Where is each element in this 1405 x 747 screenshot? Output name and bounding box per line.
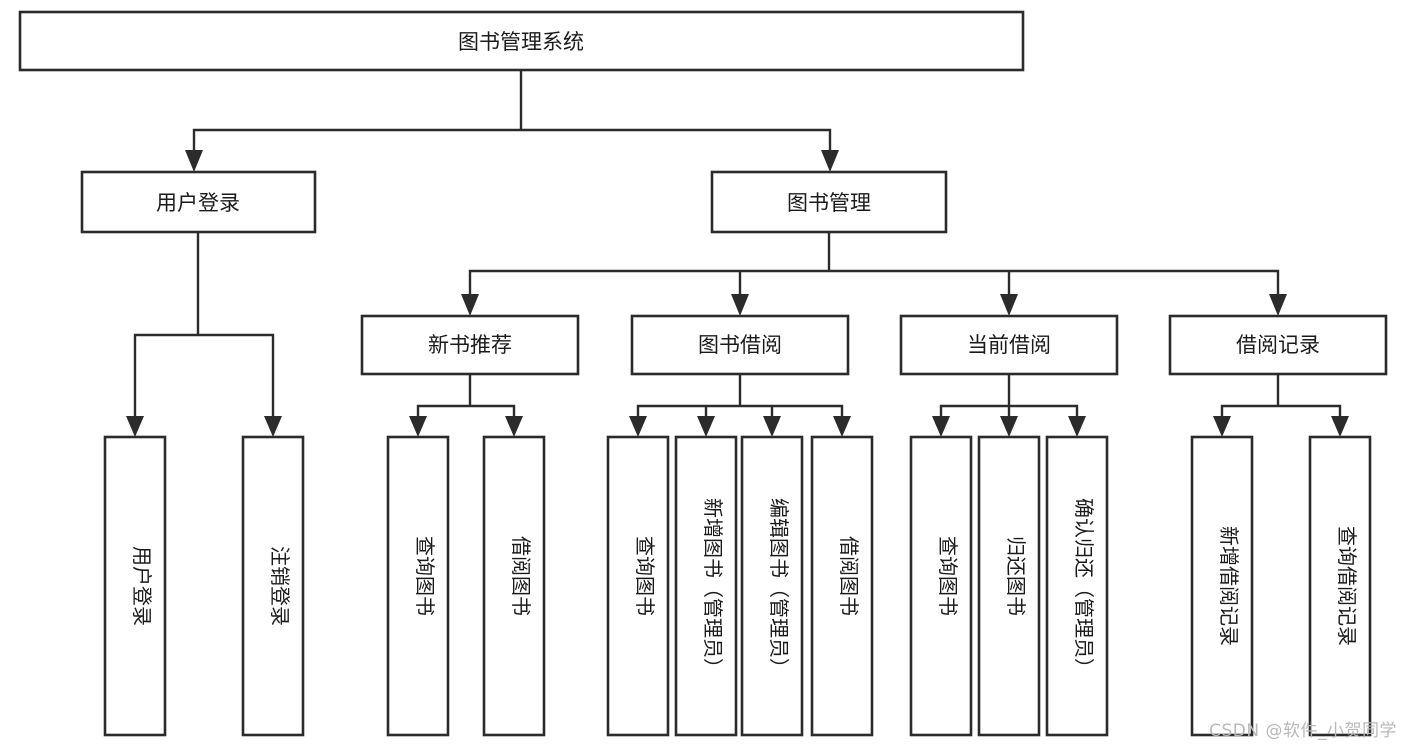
node-leaf-borrow-book-2[interactable]: 借阅图书: [810, 435, 874, 737]
node-leaf-return-book-box[interactable]: [977, 435, 1041, 737]
node-leaf-query-record[interactable]: 查询借阅记录: [1308, 435, 1372, 737]
node-leaf-borrow-book-1-label: 借阅图书: [509, 536, 533, 616]
connector-book-manage-bus: [468, 230, 1280, 298]
connector-borrow-record-bus: [1220, 372, 1342, 420]
node-new-book-recommend-box[interactable]: [360, 314, 580, 376]
node-leaf-query-book-2-label: 查询图书: [633, 536, 657, 616]
node-book-borrow[interactable]: 图书借阅: [630, 314, 850, 376]
arrow-head-leaf-query-record: [1331, 416, 1349, 437]
node-root-label: 图书管理系统: [458, 30, 584, 54]
arrow-head-leaf-query-book-1: [409, 416, 427, 437]
connectors-current-borrow-to-leaves: [932, 372, 1086, 437]
node-root[interactable]: 图书管理系统: [18, 10, 1025, 72]
node-leaf-query-book-1[interactable]: 查询图书: [386, 435, 450, 737]
arrow-head-leaf-user-login: [126, 416, 144, 437]
node-borrow-record-box[interactable]: [1168, 314, 1388, 376]
arrow-head-leaf-borrow-book-2: [833, 416, 851, 437]
node-leaf-query-record-label: 查询借阅记录: [1335, 526, 1359, 646]
node-leaf-borrow-book-1-box[interactable]: [482, 435, 546, 737]
connector-new-book-recommend-bus: [416, 372, 516, 420]
node-leaf-edit-book[interactable]: 编辑图书（管理员）: [740, 435, 804, 737]
node-user-login[interactable]: 用户登录: [80, 170, 317, 234]
arrow-head-to-new-book-recommend: [461, 294, 479, 316]
arrow-head-leaf-add-record: [1213, 416, 1231, 437]
node-new-book-recommend[interactable]: 新书推荐: [360, 314, 580, 376]
node-leaf-return-book-label: 归还图书: [1004, 536, 1028, 616]
arrow-head-to-book-borrow: [731, 294, 749, 316]
node-user-login-box[interactable]: [80, 170, 317, 234]
node-borrow-record[interactable]: 借阅记录: [1168, 314, 1388, 376]
node-book-manage[interactable]: 图书管理: [710, 170, 948, 234]
arrow-head-leaf-return-book: [1000, 416, 1018, 437]
watermark-text: CSDN @软件_小贺同学: [1209, 721, 1397, 741]
arrow-head-to-book-manage: [821, 150, 839, 172]
node-leaf-confirm-return-label: 确认归还（管理员）: [1072, 498, 1096, 678]
arrow-head-to-current-borrow: [1000, 294, 1018, 316]
arrow-head-leaf-borrow-book-1: [505, 416, 523, 437]
node-user-login-label: 用户登录: [156, 191, 240, 215]
node-leaf-query-book-3[interactable]: 查询图书: [909, 435, 973, 737]
connector-book-borrow-bus: [636, 372, 844, 420]
node-leaf-user-logout-label: 注销登录: [268, 546, 292, 626]
connector-current-borrow-bus: [939, 372, 1079, 420]
arrow-head-leaf-query-book-2: [629, 416, 647, 437]
node-book-borrow-label: 图书借阅: [698, 333, 782, 357]
node-leaf-borrow-book-1[interactable]: 借阅图书: [482, 435, 546, 737]
node-leaf-query-book-2[interactable]: 查询图书: [606, 435, 670, 737]
node-new-book-recommend-label: 新书推荐: [428, 333, 512, 357]
connectors-borrow-record-to-leaves: [1213, 372, 1349, 437]
node-leaf-query-book-1-label: 查询图书: [413, 536, 437, 616]
node-leaf-user-logout-box[interactable]: [241, 435, 305, 737]
node-leaf-add-book[interactable]: 新增图书（管理员）: [674, 435, 738, 737]
arrow-head-to-borrow-record: [1269, 294, 1287, 316]
node-leaf-query-book-3-label: 查询图书: [936, 536, 960, 616]
node-leaf-user-login-box[interactable]: [103, 435, 167, 737]
node-leaf-add-record[interactable]: 新增借阅记录: [1190, 435, 1254, 737]
node-borrow-record-label: 借阅记录: [1236, 333, 1320, 357]
node-leaf-borrow-book-2-box[interactable]: [810, 435, 874, 737]
connectors-book-manage-to-level3: [461, 230, 1287, 316]
node-leaf-edit-book-label: 编辑图书（管理员）: [767, 498, 791, 678]
arrow-head-leaf-edit-book: [763, 416, 781, 437]
node-leaf-borrow-book-2-label: 借阅图书: [837, 536, 861, 616]
connectors-book-borrow-to-leaves: [629, 372, 851, 437]
node-leaf-query-book-2-box[interactable]: [606, 435, 670, 737]
node-leaf-edit-book-box[interactable]: [740, 435, 804, 737]
connectors-user-login-to-leaves: [126, 230, 282, 437]
node-leaf-query-book-3-box[interactable]: [909, 435, 973, 737]
connectors-new-book-recommend-to-leaves: [409, 372, 523, 437]
node-book-manage-label: 图书管理: [787, 191, 871, 215]
node-leaf-add-book-label: 新增图书（管理员）: [701, 498, 725, 678]
node-leaf-return-book[interactable]: 归还图书: [977, 435, 1041, 737]
node-leaf-add-record-box[interactable]: [1190, 435, 1254, 737]
arrow-head-leaf-query-book-3: [932, 416, 950, 437]
node-leaf-user-login[interactable]: 用户登录: [103, 435, 167, 737]
node-leaf-query-record-box[interactable]: [1308, 435, 1372, 737]
arrow-head-leaf-confirm-return: [1068, 416, 1086, 437]
node-current-borrow-label: 当前借阅: [967, 333, 1051, 357]
node-book-borrow-box[interactable]: [630, 314, 850, 376]
node-root-box[interactable]: [18, 10, 1025, 72]
node-book-manage-box[interactable]: [710, 170, 948, 234]
node-leaf-user-login-label: 用户登录: [130, 546, 154, 626]
node-leaf-add-book-box[interactable]: [674, 435, 738, 737]
node-current-borrow[interactable]: 当前借阅: [899, 314, 1119, 376]
node-current-borrow-box[interactable]: [899, 314, 1119, 376]
arrow-head-leaf-user-logout: [264, 416, 282, 437]
arrow-head-leaf-add-book: [697, 416, 715, 437]
node-leaf-user-logout[interactable]: 注销登录: [241, 435, 305, 737]
connector-user-login-bus: [133, 230, 275, 420]
node-leaf-add-record-label: 新增借阅记录: [1217, 526, 1241, 646]
connector-root-bus: [192, 68, 832, 154]
node-leaf-query-book-1-box[interactable]: [386, 435, 450, 737]
connectors-root-to-level2: [185, 68, 839, 172]
node-leaf-confirm-return-box[interactable]: [1045, 435, 1109, 737]
arrow-head-to-user-login: [185, 150, 203, 172]
node-leaf-confirm-return[interactable]: 确认归还（管理员）: [1045, 435, 1109, 737]
